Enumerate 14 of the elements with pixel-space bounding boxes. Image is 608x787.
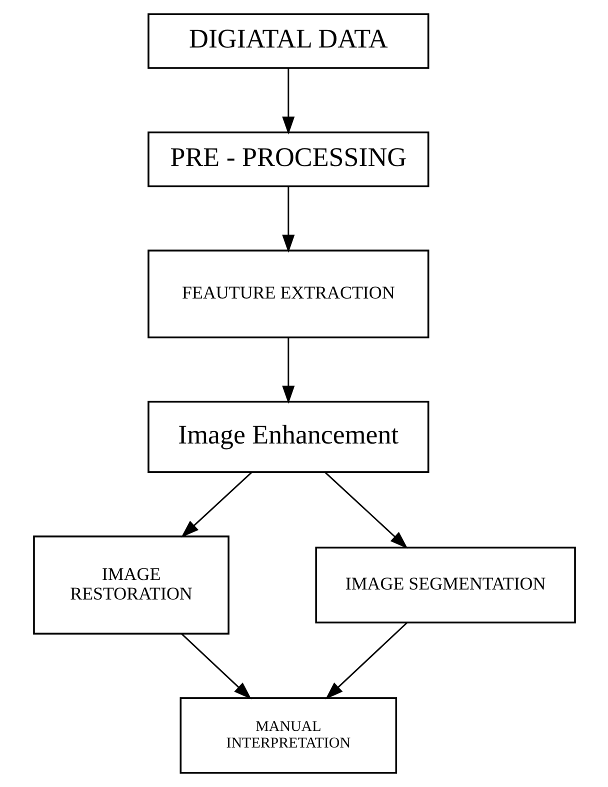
node-box: FEAUTURE EXTRACTION xyxy=(147,250,429,338)
arrow xyxy=(282,68,294,135)
arrow xyxy=(180,472,252,538)
arrow xyxy=(324,622,408,700)
arrow xyxy=(180,633,252,700)
node-box: PRE - PROCESSING xyxy=(147,131,429,188)
node-box: IMAGE RESTORATION xyxy=(32,536,229,635)
node-box: MANUAL INTERPRETATION xyxy=(179,697,397,774)
node-box: IMAGE SEGMENTATION xyxy=(314,546,576,624)
arrow xyxy=(324,472,408,549)
node-box: DIGIATAL DATA xyxy=(147,13,429,69)
arrow xyxy=(282,186,294,253)
node-box: Image Enhancement xyxy=(147,400,429,473)
arrow xyxy=(282,337,294,404)
